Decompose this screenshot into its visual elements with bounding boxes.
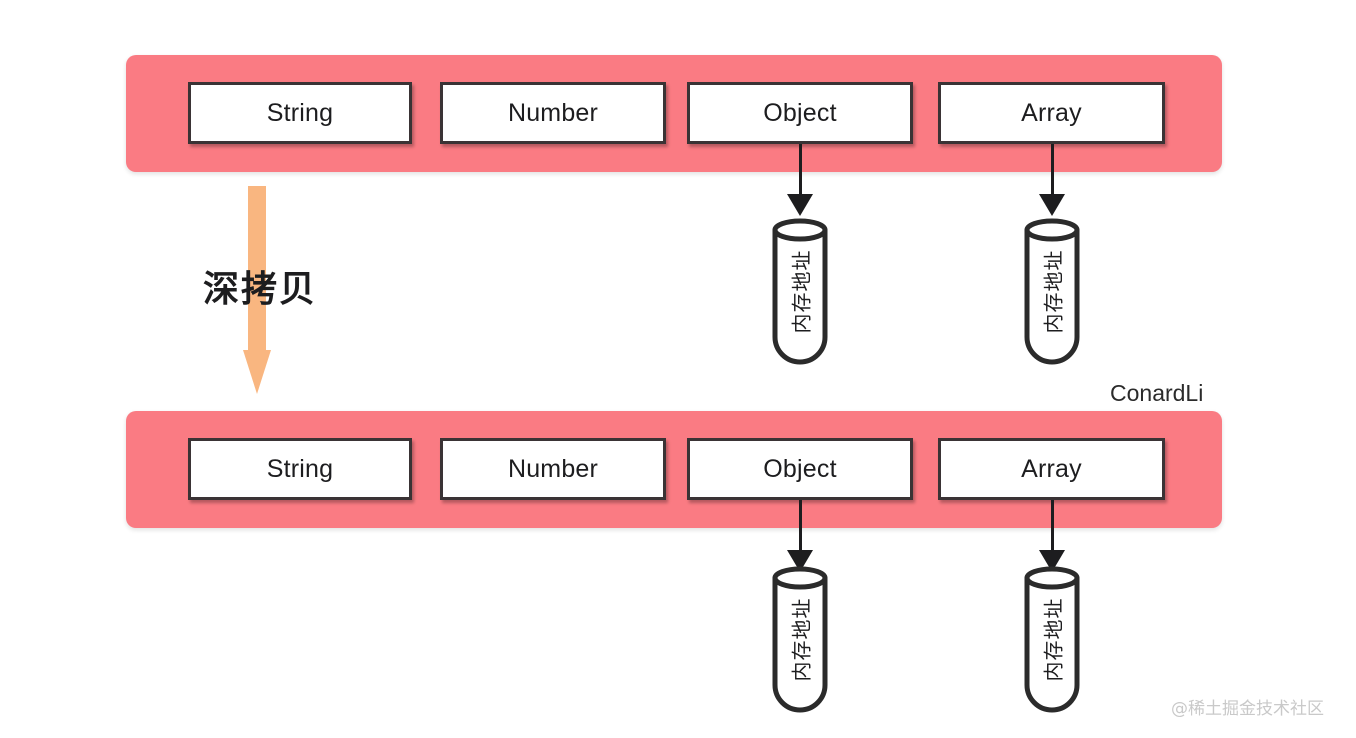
source-object-pointer-arrowhead: [787, 194, 813, 216]
copy-box-number-label: Number: [507, 454, 599, 483]
author-credit: ConardLi: [1110, 380, 1204, 406]
source-object-memory-tube: 内存地址: [772, 217, 828, 365]
deep-copy-arrow-head: [243, 350, 271, 394]
test-tube-icon: [1024, 566, 1080, 713]
copy-box-array: Array: [938, 438, 1165, 500]
source-array-memory-tube: 内存地址: [1024, 217, 1080, 365]
source-array-pointer-line: [1051, 144, 1054, 196]
copy-array-pointer-arrowhead: [1039, 550, 1065, 572]
test-tube-icon: [772, 566, 828, 713]
copy-box-array-label: Array: [1021, 454, 1082, 483]
copy-array-memory-tube: 内存地址: [1024, 565, 1080, 713]
source-box-string-label: String: [266, 98, 334, 127]
copy-box-string-label: String: [266, 454, 334, 483]
source-box-object-label: Object: [763, 98, 837, 127]
source-box-string: String: [188, 82, 412, 144]
deep-copy-arrow-icon: [243, 186, 271, 394]
source-array-pointer-arrowhead: [1039, 194, 1065, 216]
source-box-number-label: Number: [507, 98, 599, 127]
test-tube-icon: [772, 218, 828, 365]
copy-box-object: Object: [687, 438, 913, 500]
test-tube-icon: [1024, 218, 1080, 365]
source-box-array-label: Array: [1021, 98, 1082, 127]
site-watermark: @稀土掘金技术社区: [1171, 699, 1324, 719]
copy-object-pointer-arrowhead: [787, 550, 813, 572]
source-object-pointer-line: [799, 144, 802, 196]
source-box-array: Array: [938, 82, 1165, 144]
copy-box-string: String: [188, 438, 412, 500]
source-box-object: Object: [687, 82, 913, 144]
copy-box-object-label: Object: [763, 454, 837, 483]
copy-box-number: Number: [440, 438, 666, 500]
source-box-number: Number: [440, 82, 666, 144]
copy-array-pointer-line: [1051, 500, 1054, 552]
deep-copy-label: 深拷贝: [203, 269, 318, 310]
copy-object-pointer-line: [799, 500, 802, 552]
deep-copy-arrow-shaft: [248, 186, 266, 352]
copy-object-memory-tube: 内存地址: [772, 565, 828, 713]
